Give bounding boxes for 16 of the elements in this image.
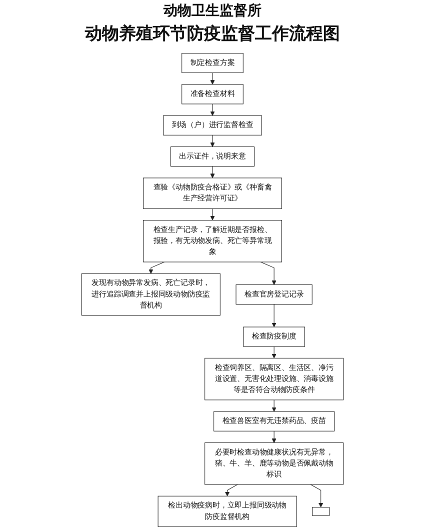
arrow [148,262,165,274]
node-box [312,506,330,516]
arrow [310,484,324,508]
arrow [260,262,276,285]
arrow [272,346,276,358]
org-heading: 动物卫生监督所 [164,2,262,20]
arrow [272,304,276,328]
arrow [272,430,276,443]
arrow [210,166,215,178]
diagram-title: 动物养殖环节防疫监督工作流程图 [85,23,340,45]
arrow [210,134,215,147]
arrow [272,400,276,412]
arrow [210,208,215,220]
arrow [224,484,238,496]
arrow [210,72,215,85]
arrow [210,104,215,116]
